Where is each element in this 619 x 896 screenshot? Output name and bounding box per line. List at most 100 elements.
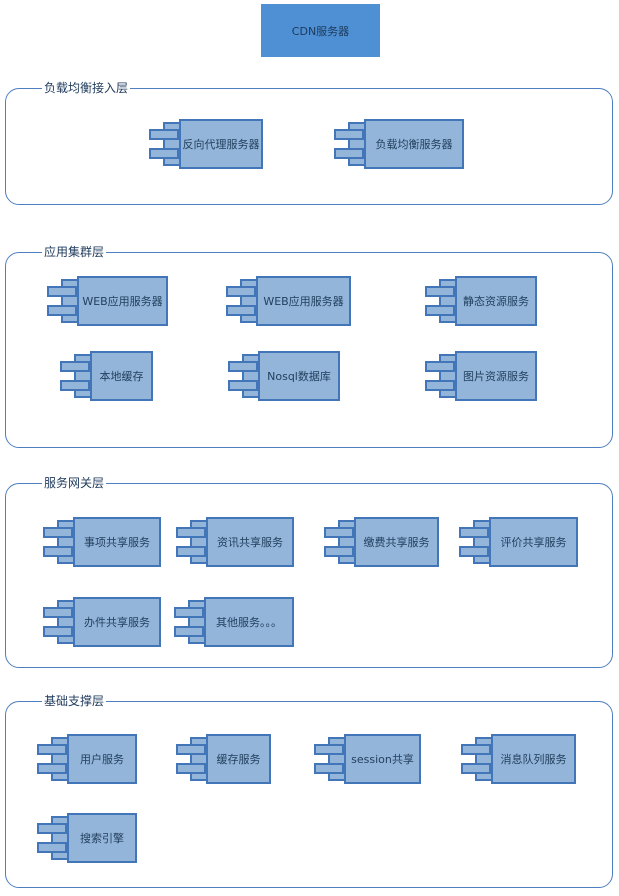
component-port-tab-bottom: [37, 763, 67, 774]
component-label: 搜索引擎: [80, 832, 124, 845]
layer-label-basic-support: 基础支撑层: [42, 693, 107, 709]
layer-label-load-balancing: 负载均衡接入层: [42, 80, 131, 96]
component-node[interactable]: Nosql数据库: [228, 351, 340, 401]
component-label: 负载均衡服务器: [375, 138, 453, 151]
component-label: 反向代理服务器: [182, 138, 260, 151]
component-port-tab-top: [176, 744, 206, 755]
component-port-tab-top: [174, 607, 204, 618]
component-label: 缴费共享服务: [363, 536, 430, 549]
component-port-tab-top: [334, 129, 364, 140]
component-body: 资讯共享服务: [206, 517, 294, 567]
cdn-server-node[interactable]: CDN服务器: [261, 4, 380, 57]
component-port-tab-bottom: [37, 842, 67, 853]
component-port-tab-bottom: [149, 148, 179, 159]
component-port-tab-bottom: [425, 380, 455, 391]
component-body: 缓存服务: [206, 734, 271, 784]
component-body: 评价共享服务: [489, 517, 578, 567]
component-label: Nosql数据库: [267, 370, 331, 383]
component-port-tab-top: [60, 361, 90, 372]
component-port-tab-bottom: [228, 380, 258, 391]
component-node[interactable]: 搜索引擎: [37, 813, 137, 863]
component-port-tab-top: [425, 361, 455, 372]
component-body: 其他服务。。。: [204, 597, 294, 647]
component-label: WEB应用服务器: [82, 295, 163, 308]
component-node[interactable]: 消息队列服务: [461, 734, 576, 784]
component-node[interactable]: session共享: [314, 734, 421, 784]
component-node[interactable]: 资讯共享服务: [176, 517, 294, 567]
component-port-tab-top: [176, 527, 206, 538]
component-port-tab-top: [43, 607, 73, 618]
component-node[interactable]: 其他服务。。。: [174, 597, 294, 647]
component-body: Nosql数据库: [258, 351, 340, 401]
component-port-tab-top: [324, 527, 354, 538]
component-node[interactable]: 缴费共享服务: [324, 517, 439, 567]
component-port-tab-top: [37, 823, 67, 834]
component-label: 本地缓存: [99, 370, 144, 383]
component-port-tab-bottom: [425, 305, 455, 316]
layer-label-application-cluster: 应用集群层: [42, 244, 107, 260]
component-label: 缓存服务: [216, 753, 261, 766]
component-node[interactable]: 本地缓存: [60, 351, 153, 401]
component-body: 办件共享服务: [73, 597, 161, 647]
component-port-tab-bottom: [43, 546, 73, 557]
component-label: 图片资源服务: [463, 370, 529, 383]
component-node[interactable]: 负载均衡服务器: [334, 119, 464, 169]
component-port-tab-bottom: [334, 148, 364, 159]
component-body: WEB应用服务器: [256, 276, 351, 326]
component-port-tab-top: [228, 361, 258, 372]
component-body: 消息队列服务: [491, 734, 576, 784]
layer-load-balancing-access: 负载均衡接入层 反向代理服务器 负载均衡服务器: [5, 80, 613, 205]
component-node[interactable]: 办件共享服务: [43, 597, 161, 647]
component-node[interactable]: 事项共享服务: [43, 517, 161, 567]
component-port-tab-top: [459, 527, 489, 538]
component-node[interactable]: 评价共享服务: [459, 517, 578, 567]
component-body: 本地缓存: [90, 351, 153, 401]
component-body: WEB应用服务器: [77, 276, 168, 326]
component-node[interactable]: 用户服务: [37, 734, 137, 784]
component-port-tab-top: [47, 286, 77, 297]
component-port-tab-top: [226, 286, 256, 297]
component-body: 反向代理服务器: [179, 119, 263, 169]
component-label: 办件共享服务: [84, 616, 150, 629]
component-body: 缴费共享服务: [354, 517, 439, 567]
component-port-tab-top: [425, 286, 455, 297]
component-node[interactable]: 缓存服务: [176, 734, 271, 784]
component-port-tab-bottom: [314, 763, 344, 774]
component-port-tab-top: [149, 129, 179, 140]
component-port-tab-bottom: [47, 305, 77, 316]
component-label: 静态资源服务: [463, 295, 529, 308]
component-port-tab-bottom: [176, 763, 206, 774]
layer-service-gateway: 服务网关层 事项共享服务 资讯共享服务 缴费共享服务 评价共享服务办件共享服务 其他服务…: [5, 475, 613, 668]
component-body: 用户服务: [67, 734, 137, 784]
component-label: 其他服务。。。: [216, 616, 282, 629]
component-port-tab-bottom: [43, 626, 73, 637]
component-port-tab-bottom: [174, 626, 204, 637]
layer-basic-support: 基础支撑层 用户服务 缓存服务 session共享 消息队列服务搜索引擎: [5, 693, 613, 888]
component-node[interactable]: WEB应用服务器: [226, 276, 351, 326]
component-body: 事项共享服务: [73, 517, 161, 567]
component-port-tab-bottom: [459, 546, 489, 557]
component-port-tab-top: [314, 744, 344, 755]
component-port-tab-top: [461, 744, 491, 755]
component-label: 用户服务: [80, 753, 124, 766]
component-body: session共享: [344, 734, 421, 784]
component-node[interactable]: 静态资源服务: [425, 276, 537, 326]
component-body: 静态资源服务: [455, 276, 537, 326]
component-body: 搜索引擎: [67, 813, 137, 863]
component-port-tab-bottom: [324, 546, 354, 557]
layer-label-service-gateway: 服务网关层: [42, 475, 107, 491]
layer-application-cluster: 应用集群层 WEB应用服务器 WEB应用服务器 静态资源服务本地缓存 Nosql数据库…: [5, 244, 613, 448]
component-node[interactable]: 反向代理服务器: [149, 119, 263, 169]
component-label: session共享: [351, 753, 414, 766]
component-body: 图片资源服务: [455, 351, 537, 401]
component-port-tab-bottom: [60, 380, 90, 391]
component-port-tab-top: [43, 527, 73, 538]
component-label: 资讯共享服务: [217, 536, 283, 549]
component-node[interactable]: WEB应用服务器: [47, 276, 168, 326]
cdn-server-label: CDN服务器: [291, 24, 350, 38]
component-node[interactable]: 图片资源服务: [425, 351, 537, 401]
component-label: WEB应用服务器: [263, 295, 344, 308]
component-label: 事项共享服务: [84, 536, 150, 549]
component-port-tab-top: [37, 744, 67, 755]
